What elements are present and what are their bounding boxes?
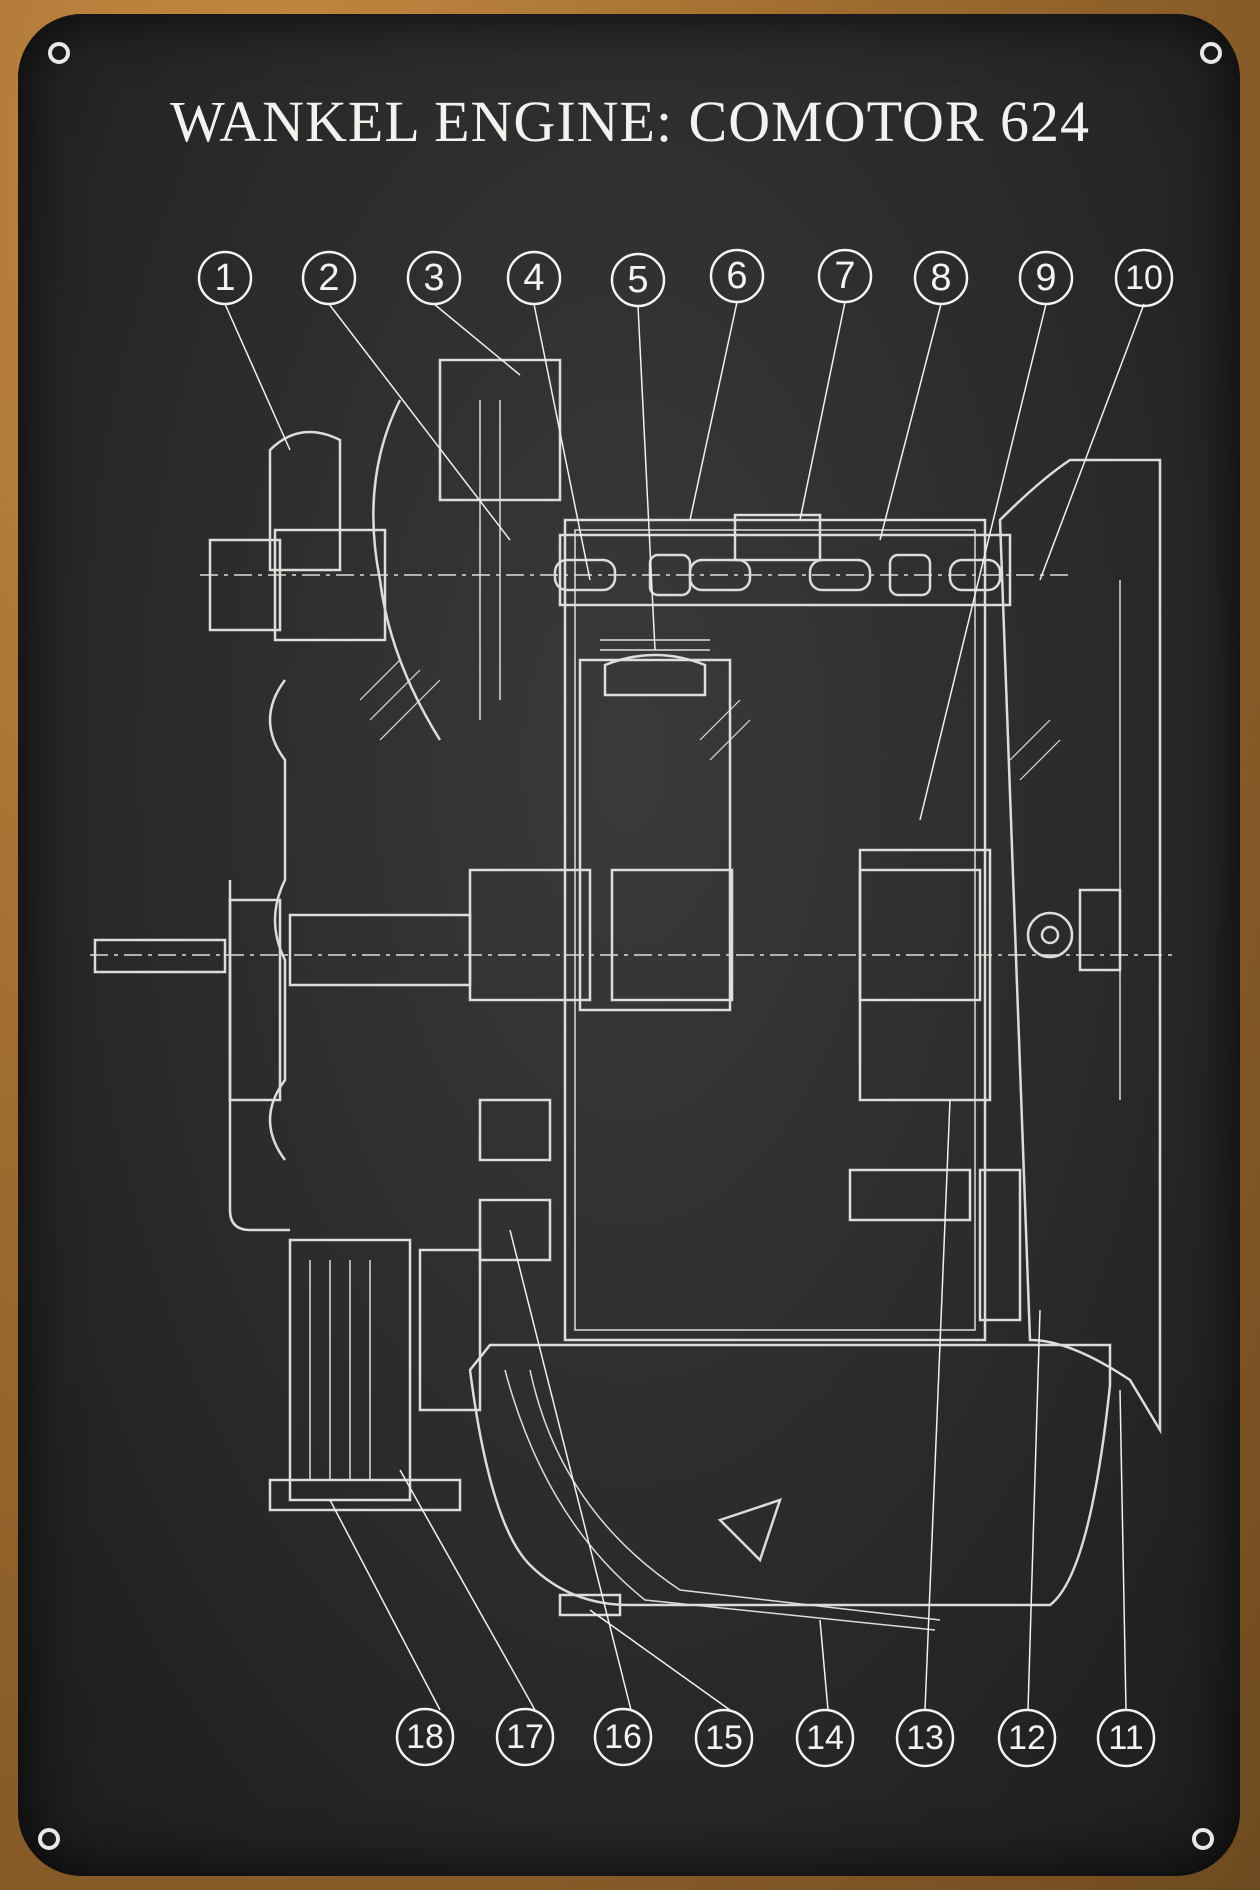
mount-hole-bottom-left <box>38 1828 60 1850</box>
callout-16: 16 <box>593 1707 653 1767</box>
top-port <box>733 513 822 562</box>
svg-text:10: 10 <box>1125 259 1163 297</box>
svg-text:9: 9 <box>1035 257 1056 299</box>
svg-text:12: 12 <box>1008 1719 1046 1757</box>
callout-1: 1 <box>197 250 253 306</box>
rear-cover <box>998 458 1162 1435</box>
svg-text:16: 16 <box>604 1718 642 1756</box>
oil-pan <box>468 1343 1112 1607</box>
rotor-front <box>578 658 732 1012</box>
callout-11: 11 <box>1096 1708 1156 1768</box>
callout-3: 3 <box>406 250 462 306</box>
svg-text:13: 13 <box>906 1719 944 1757</box>
diagram-title: WANKEL ENGINE: COMOTOR 624 <box>169 89 1091 154</box>
drain-plug <box>558 1593 622 1617</box>
chalkboard-panel <box>18 14 1240 1876</box>
shaft-front <box>288 913 472 987</box>
mount-hole-bottom-right <box>1192 1828 1214 1850</box>
callouts-top: 1 2 3 4 5 6 7 8 9 10 <box>197 248 1174 308</box>
callout-17: 17 <box>495 1707 555 1767</box>
callout-10: 10 <box>1114 248 1174 308</box>
callout-15: 15 <box>694 1708 754 1768</box>
callout-13: 13 <box>895 1708 955 1768</box>
callout-4: 4 <box>506 250 562 306</box>
callout-9: 9 <box>1018 250 1074 306</box>
engine-drawing <box>90 358 1175 1631</box>
front-pulley <box>268 430 342 572</box>
svg-text:4: 4 <box>523 257 544 299</box>
svg-text:7: 7 <box>834 255 855 297</box>
callout-14: 14 <box>795 1708 855 1768</box>
svg-text:14: 14 <box>806 1719 844 1757</box>
callout-7: 7 <box>817 248 873 304</box>
rotor-rear <box>858 848 992 1102</box>
svg-text:6: 6 <box>726 255 747 297</box>
svg-text:3: 3 <box>423 257 444 299</box>
pump-assembly <box>288 1238 412 1502</box>
front-cover <box>438 358 562 502</box>
callout-8: 8 <box>913 250 969 306</box>
output-shaft <box>93 938 227 974</box>
svg-text:17: 17 <box>506 1718 544 1756</box>
svg-text:2: 2 <box>318 257 339 299</box>
mount-hole-top-left <box>48 42 70 64</box>
callout-6: 6 <box>709 248 765 304</box>
rotor-housing <box>563 518 987 1342</box>
callouts-bottom: 18 17 16 15 14 13 12 11 <box>395 1707 1156 1768</box>
svg-text:8: 8 <box>930 257 951 299</box>
flywheel-plate <box>228 880 290 1232</box>
leader-lines <box>224 301 1145 1711</box>
top-rail <box>558 533 1012 607</box>
callout-2: 2 <box>301 250 357 306</box>
svg-text:18: 18 <box>406 1718 444 1756</box>
callout-18: 18 <box>395 1707 455 1767</box>
mount-hole-top-right <box>1200 42 1222 64</box>
svg-text:5: 5 <box>627 259 648 301</box>
svg-text:15: 15 <box>705 1719 743 1757</box>
callout-5: 5 <box>610 252 666 308</box>
svg-text:11: 11 <box>1108 1719 1143 1757</box>
svg-text:1: 1 <box>214 257 235 299</box>
callout-12: 12 <box>997 1708 1057 1768</box>
